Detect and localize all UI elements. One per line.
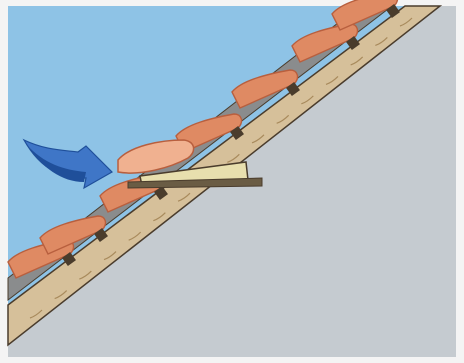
illustration-canvas xyxy=(0,0,464,363)
roof-tile-bracket-illustration xyxy=(0,0,464,363)
